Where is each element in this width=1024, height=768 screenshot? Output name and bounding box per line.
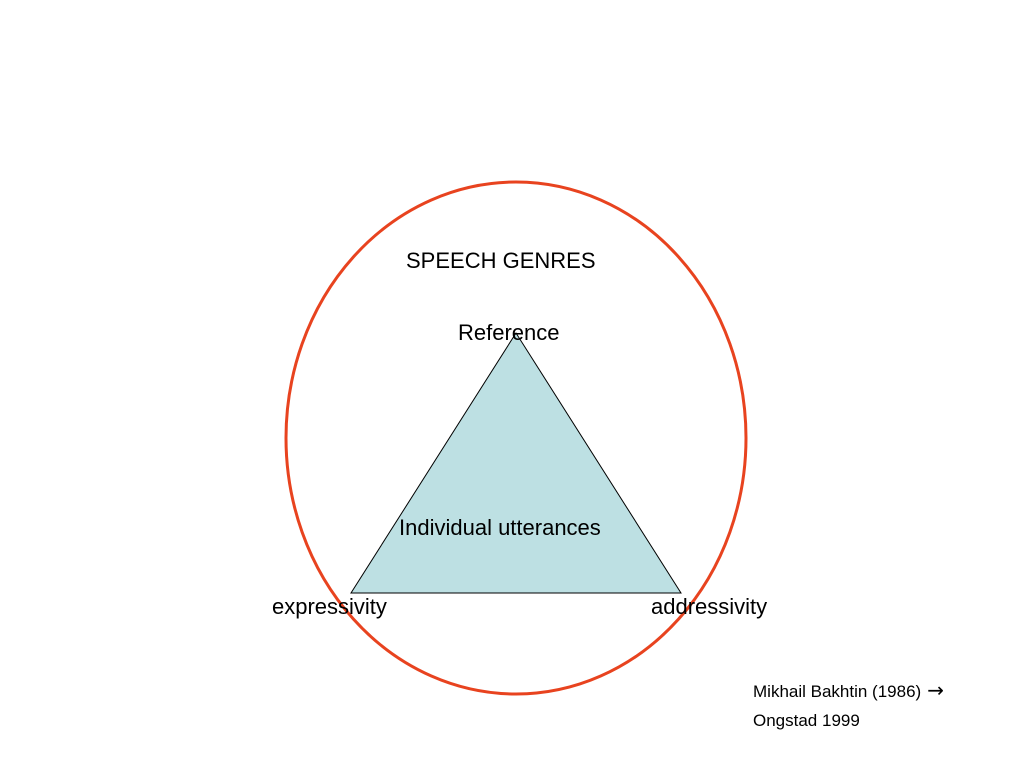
citation-ongstad: Ongstad 1999: [753, 711, 860, 730]
citation-bakhtin-text: Mikhail Bakhtin (1986): [753, 682, 922, 701]
apex-label-reference: Reference: [458, 320, 560, 345]
triangle-center-label: Individual utterances: [399, 515, 601, 540]
apex-label-expressivity: expressivity: [272, 594, 387, 619]
apex-label-addressivity: addressivity: [651, 594, 768, 619]
utterance-triangle: [350, 332, 682, 594]
citation-bakhtin: Mikhail Bakhtin (1986) →: [753, 680, 944, 702]
arrow-right-icon: →: [927, 678, 944, 702]
speech-genres-circle: [284, 180, 748, 696]
diagram-title: SPEECH GENRES: [406, 248, 596, 273]
